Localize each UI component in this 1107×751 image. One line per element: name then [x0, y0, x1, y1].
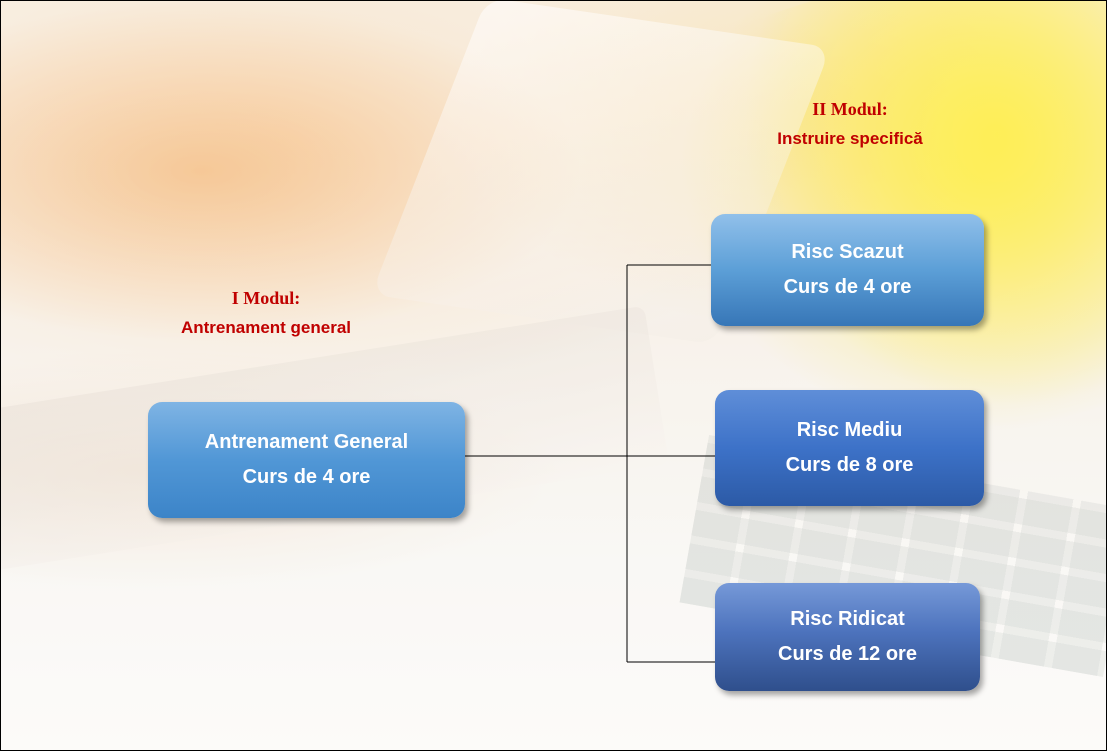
node-ridicat-duration: Curs de 12 ore	[778, 643, 917, 665]
module-one-title: I Modul: Antrenament general	[131, 284, 401, 342]
node-antrenament-general: Antrenament General Curs de 4 ore	[148, 402, 465, 518]
node-risc-mediu: Risc Mediu Curs de 8 ore	[715, 390, 984, 506]
module-one-label: I Modul:	[231, 288, 301, 308]
node-scazut-duration: Curs de 4 ore	[783, 276, 912, 298]
node-mediu-duration: Curs de 8 ore	[785, 454, 914, 476]
node-risc-ridicat: Risc Ridicat Curs de 12 ore	[715, 583, 980, 691]
node-ridicat-title: Risc Ridicat	[790, 608, 905, 630]
node-risc-scazut: Risc Scazut Curs de 4 ore	[711, 214, 984, 326]
module-two-label: II Modul:	[812, 99, 888, 119]
module-one-subtitle: Antrenament general	[180, 318, 352, 337]
node-general-title: Antrenament General	[204, 431, 409, 453]
node-mediu-title: Risc Mediu	[796, 419, 903, 441]
node-scazut-title: Risc Scazut	[791, 241, 904, 263]
node-general-duration: Curs de 4 ore	[242, 466, 371, 488]
module-two-title: II Modul: Instruire specifică	[715, 95, 985, 153]
module-two-subtitle: Instruire specifică	[777, 129, 923, 148]
